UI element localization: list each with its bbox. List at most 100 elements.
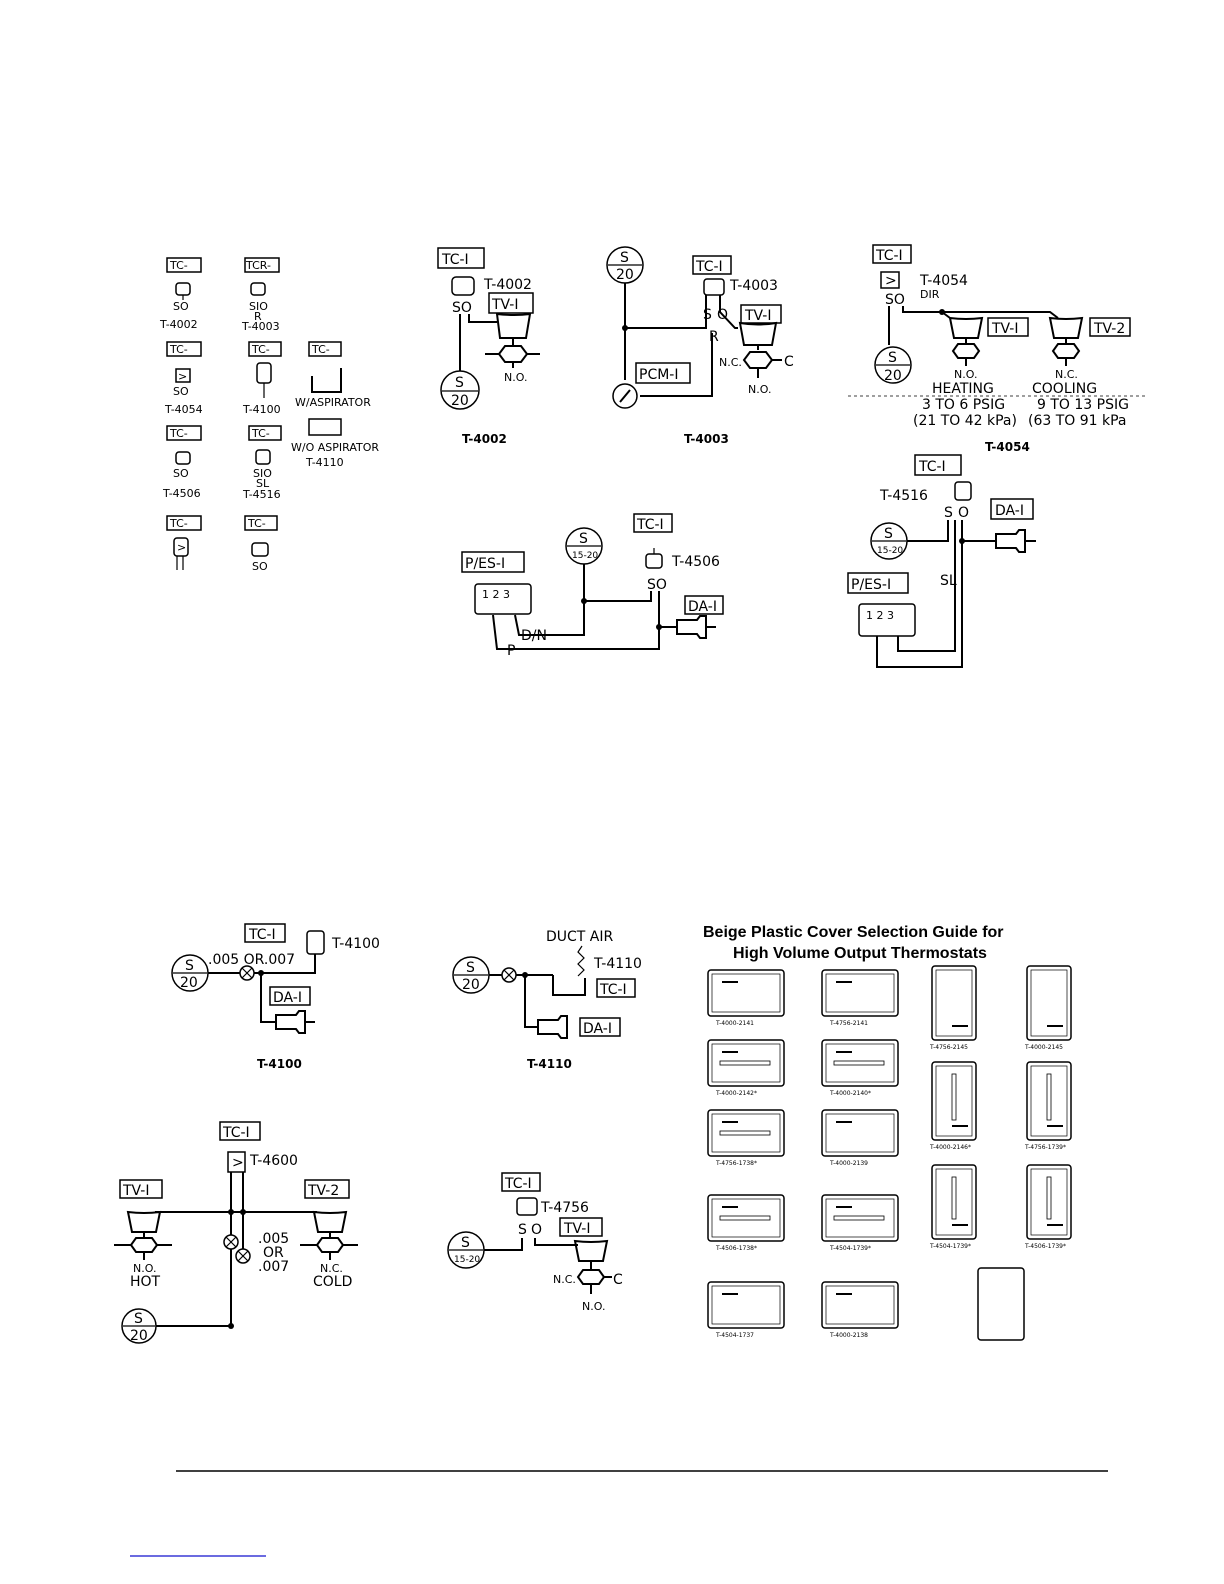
port-label: S xyxy=(944,505,953,521)
cover-part-number: T-4756-2141 xyxy=(829,1020,868,1027)
cover-thumbnail: T-4000-2140* xyxy=(821,1039,899,1097)
tag-label: TV-I xyxy=(491,297,519,313)
tag-label: DA-I xyxy=(995,503,1024,519)
tag-label: TV-I xyxy=(563,1221,591,1237)
port-label: HOT xyxy=(130,1274,161,1290)
diagram-t4110: DUCT AIR T-4110 S 20 TC-I DA-I T-4110 xyxy=(452,929,642,1071)
da1-tag xyxy=(990,498,1034,520)
supply-s: S xyxy=(888,350,897,366)
port-label: R xyxy=(254,310,262,323)
legend-model: T-4054 xyxy=(164,403,203,416)
diagram-t4003: S 20 TC-I T-4003 S O R TV-I N.C. C N.O. … xyxy=(606,246,794,446)
port-label: SIO xyxy=(249,300,268,313)
tag-box xyxy=(166,515,202,531)
da1-tag xyxy=(579,1017,621,1037)
damper-actuator xyxy=(676,615,707,639)
tag-label: TC-I xyxy=(875,248,903,264)
port-label: SO xyxy=(173,300,189,313)
model-label: T-4506 xyxy=(671,554,720,570)
cover-thumbnail: T-4504-1739* xyxy=(821,1194,899,1252)
tag-label: TC- xyxy=(169,343,188,356)
da1-tag xyxy=(684,595,724,615)
pes1-tag xyxy=(847,572,909,594)
mode-label: COOLING xyxy=(1032,381,1097,397)
thermostat-symbol xyxy=(175,451,191,465)
port-label: SL xyxy=(256,477,270,490)
thermostat-symbol xyxy=(645,553,663,569)
port-label: SO xyxy=(452,300,472,316)
port-label: SO xyxy=(885,292,905,308)
thermostat-symbol xyxy=(175,368,191,383)
pressure-range: 9 TO 13 PSIG xyxy=(1037,397,1129,413)
action-label: DIR xyxy=(920,288,940,301)
diagram-caption: T-4002 xyxy=(462,432,507,446)
orifice-size: .007 xyxy=(258,1259,289,1275)
diagram-t4506: TC-I T-4506 SO S 15-20 DA-I P/ES-I 1 2 3… xyxy=(461,513,724,659)
cover-part-number: T-4000-2141 xyxy=(715,1020,754,1027)
thermostat-symbol xyxy=(880,271,900,289)
cover-part-number: T-4504-1739* xyxy=(929,1243,971,1250)
duct-air-label: DUCT AIR xyxy=(546,929,614,945)
tc1-tag xyxy=(437,247,485,269)
tag-label: TC-I xyxy=(636,517,664,533)
cover-thumbnail: T-4506-1738* xyxy=(707,1194,785,1252)
supply-s: S xyxy=(884,526,893,542)
model-label: T-4110 xyxy=(593,956,642,972)
tag-box xyxy=(248,425,282,441)
diagram-t4054: TC-I > T-4054 DIR SO S 20 TV-I TV-2 N.O.… xyxy=(848,244,1146,454)
tag-label: TC-I xyxy=(441,252,469,268)
direct-acting-mark: > xyxy=(178,370,187,383)
valve-body xyxy=(497,345,529,363)
valve-body xyxy=(742,351,774,369)
tag-label: TC-I xyxy=(504,1176,532,1192)
tag-label: TC- xyxy=(169,517,188,530)
tc1-tag xyxy=(219,1121,261,1141)
tag-label: P/ES-I xyxy=(851,577,891,593)
cover-thumbnail: T-4756-1739* xyxy=(1024,1061,1072,1151)
switch-terminals: 1 2 3 xyxy=(482,588,510,601)
supply-pressure: 20 xyxy=(462,977,480,993)
model-label: T-4054 xyxy=(919,273,968,289)
valve-actuator xyxy=(738,321,778,346)
supply-s: S xyxy=(134,1311,143,1327)
tv1-tag xyxy=(740,304,782,324)
tag-label: TC- xyxy=(251,427,270,440)
cover-part-number: T-4504-1737 xyxy=(715,1332,754,1339)
model-label: T-4003 xyxy=(729,278,778,294)
cover-part-number: T-4504-1739* xyxy=(829,1245,871,1252)
diagram-t4100: TC-I T-4100 S 20 .005 OR.007 DA-I T-4100 xyxy=(171,923,380,1071)
port-label: R xyxy=(709,329,719,345)
supply-pressure: 15-20 xyxy=(877,546,903,556)
legend-model: T-4100 xyxy=(242,403,281,416)
supply-symbol xyxy=(440,370,480,410)
pressure-range: (63 TO 91 kPa xyxy=(1028,413,1127,429)
pcm1-tag xyxy=(635,362,691,384)
tag-label: TC- xyxy=(251,343,270,356)
valve-body xyxy=(129,1237,159,1253)
damper-actuator xyxy=(995,529,1026,553)
valve-body xyxy=(951,343,981,359)
legend-caption: W/ASPIRATOR xyxy=(295,396,371,409)
tag-label: DA-I xyxy=(688,599,717,615)
thermostat-symbol xyxy=(227,1151,246,1173)
legend-model: T-4506 xyxy=(162,487,201,500)
tag-box xyxy=(244,257,280,273)
tag-box xyxy=(166,425,202,441)
cover-thumbnail: T-4504-1737 xyxy=(707,1281,785,1339)
damper-actuator xyxy=(275,1010,306,1034)
legend-model: T-4110 xyxy=(305,456,344,469)
direct-acting-mark: > xyxy=(177,541,186,554)
port-label: S xyxy=(703,307,712,323)
port-label: N.O. xyxy=(133,1262,156,1275)
valve-body xyxy=(576,1269,606,1285)
port-label: C xyxy=(613,1272,623,1288)
supply-pressure: 20 xyxy=(130,1328,148,1344)
port-label: P xyxy=(507,643,515,659)
port-label: C xyxy=(784,354,794,370)
tag-label: TC-I xyxy=(222,1125,250,1141)
thermostat-symbol xyxy=(516,1197,538,1216)
diagram-caption: T-4003 xyxy=(684,432,729,446)
cover-part-number: T-4506-1739* xyxy=(1024,1243,1066,1250)
